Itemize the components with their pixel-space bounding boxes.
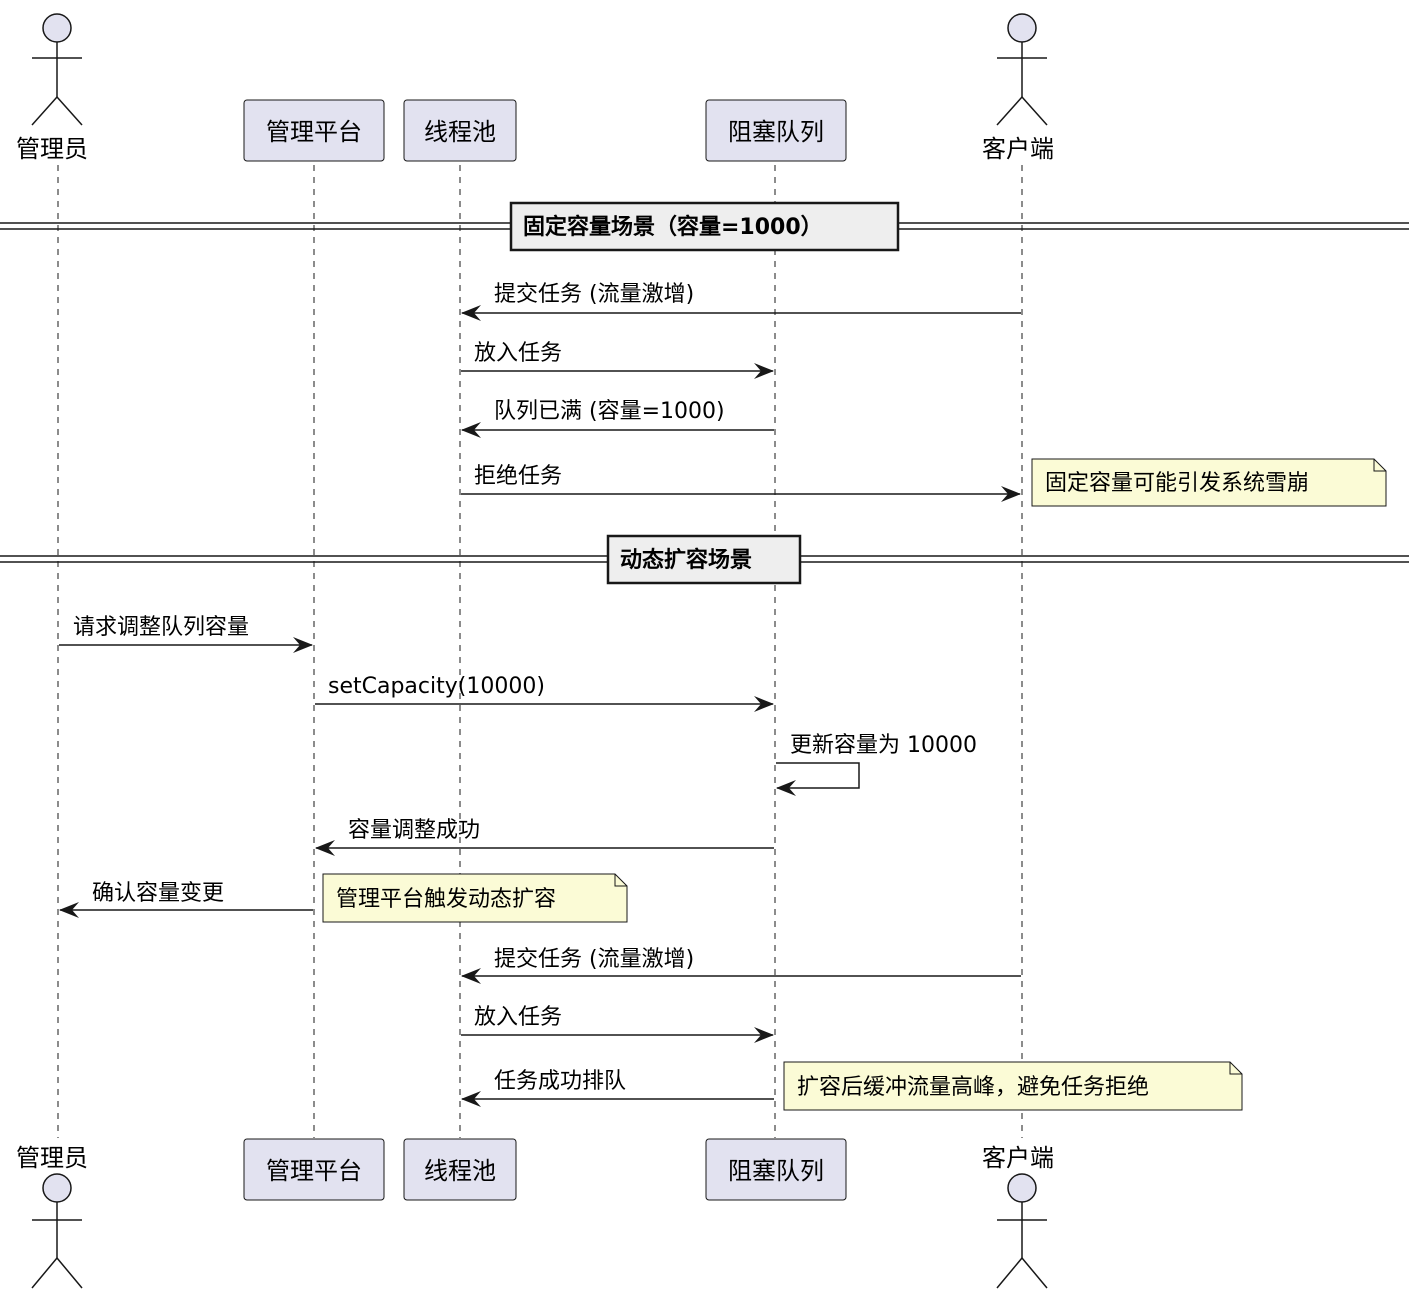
- section-title-dynamic: 动态扩容场景: [620, 547, 752, 573]
- participant-queue-top: 阻塞队列: [705, 99, 847, 162]
- message-update-capacity: 更新容量为 10000: [776, 733, 977, 796]
- participant-label-threadpool: 线程池: [424, 1157, 496, 1185]
- participant-platform-top: 管理平台: [243, 99, 385, 162]
- note-platform-trigger: 管理平台触发动态扩容: [322, 873, 628, 923]
- actor-admin-top: 管理员: [16, 13, 88, 163]
- message-submit-task-2: 提交任务 (流量激增): [461, 947, 1021, 984]
- actor-admin-bottom: 管理员: [16, 1144, 88, 1289]
- message-request-resize: 请求调整队列容量: [59, 615, 313, 653]
- actor-client-bottom: 客户端: [982, 1144, 1054, 1289]
- message-label: 拒绝任务: [474, 464, 562, 489]
- message-label: 提交任务 (流量激增): [494, 282, 694, 307]
- participant-label-queue: 阻塞队列: [728, 1157, 824, 1185]
- message-label: setCapacity(10000): [328, 674, 545, 699]
- message-reject-task: 拒绝任务: [461, 464, 1021, 502]
- stick-figure-icon: [996, 1173, 1048, 1289]
- note-label: 扩容后缓冲流量高峰，避免任务拒绝: [797, 1075, 1149, 1100]
- note-avalanche: 固定容量可能引发系统雪崩: [1031, 458, 1387, 507]
- stick-figure-icon: [31, 13, 83, 126]
- actor-label-admin: 管理员: [16, 135, 88, 163]
- message-label: 提交任务 (流量激增): [494, 947, 694, 972]
- message-label: 请求调整队列容量: [73, 615, 249, 640]
- participant-platform-bottom: 管理平台: [243, 1138, 385, 1201]
- section-title-fixed: 固定容量场景（容量=1000）: [523, 214, 823, 240]
- stick-figure-icon: [31, 1173, 83, 1289]
- message-label: 放入任务: [474, 1005, 562, 1030]
- participant-label-platform: 管理平台: [266, 118, 362, 146]
- message-task-queued: 任务成功排队: [461, 1069, 774, 1107]
- participant-label-platform: 管理平台: [266, 1157, 362, 1185]
- message-queue-full: 队列已满 (容量=1000): [461, 399, 774, 438]
- message-set-capacity: setCapacity(10000): [315, 674, 774, 712]
- actor-label-client: 客户端: [982, 1144, 1054, 1172]
- note-label: 固定容量可能引发系统雪崩: [1045, 471, 1309, 496]
- message-confirm-change: 确认容量变更: [59, 881, 313, 918]
- message-label: 放入任务: [474, 341, 562, 366]
- message-label: 确认容量变更: [92, 881, 224, 906]
- message-submit-task-1: 提交任务 (流量激增): [461, 282, 1021, 321]
- message-label: 队列已满 (容量=1000): [494, 399, 725, 424]
- message-label: 容量调整成功: [348, 818, 480, 843]
- message-label: 更新容量为 10000: [790, 733, 977, 758]
- actor-client-top: 客户端: [982, 13, 1054, 163]
- message-label: 任务成功排队: [494, 1069, 626, 1094]
- actor-label-admin: 管理员: [16, 1144, 88, 1172]
- stick-figure-icon: [996, 13, 1048, 126]
- section-divider-fixed: 固定容量场景（容量=1000）: [0, 201, 1409, 252]
- note-buffer-peak: 扩容后缓冲流量高峰，避免任务拒绝: [783, 1061, 1243, 1111]
- message-resize-success: 容量调整成功: [315, 818, 774, 856]
- message-enqueue-task-2: 放入任务: [461, 1005, 774, 1043]
- participant-label-queue: 阻塞队列: [728, 118, 824, 146]
- participant-threadpool-bottom: 线程池: [403, 1138, 517, 1201]
- section-divider-dynamic: 动态扩容场景: [0, 534, 1409, 585]
- note-label: 管理平台触发动态扩容: [336, 887, 556, 912]
- participant-label-threadpool: 线程池: [424, 118, 496, 146]
- message-enqueue-task-1: 放入任务: [461, 341, 774, 379]
- participant-queue-bottom: 阻塞队列: [705, 1138, 847, 1201]
- participant-threadpool-top: 线程池: [403, 99, 517, 162]
- actor-label-client: 客户端: [982, 135, 1054, 163]
- lifelines: [57, 165, 1023, 1138]
